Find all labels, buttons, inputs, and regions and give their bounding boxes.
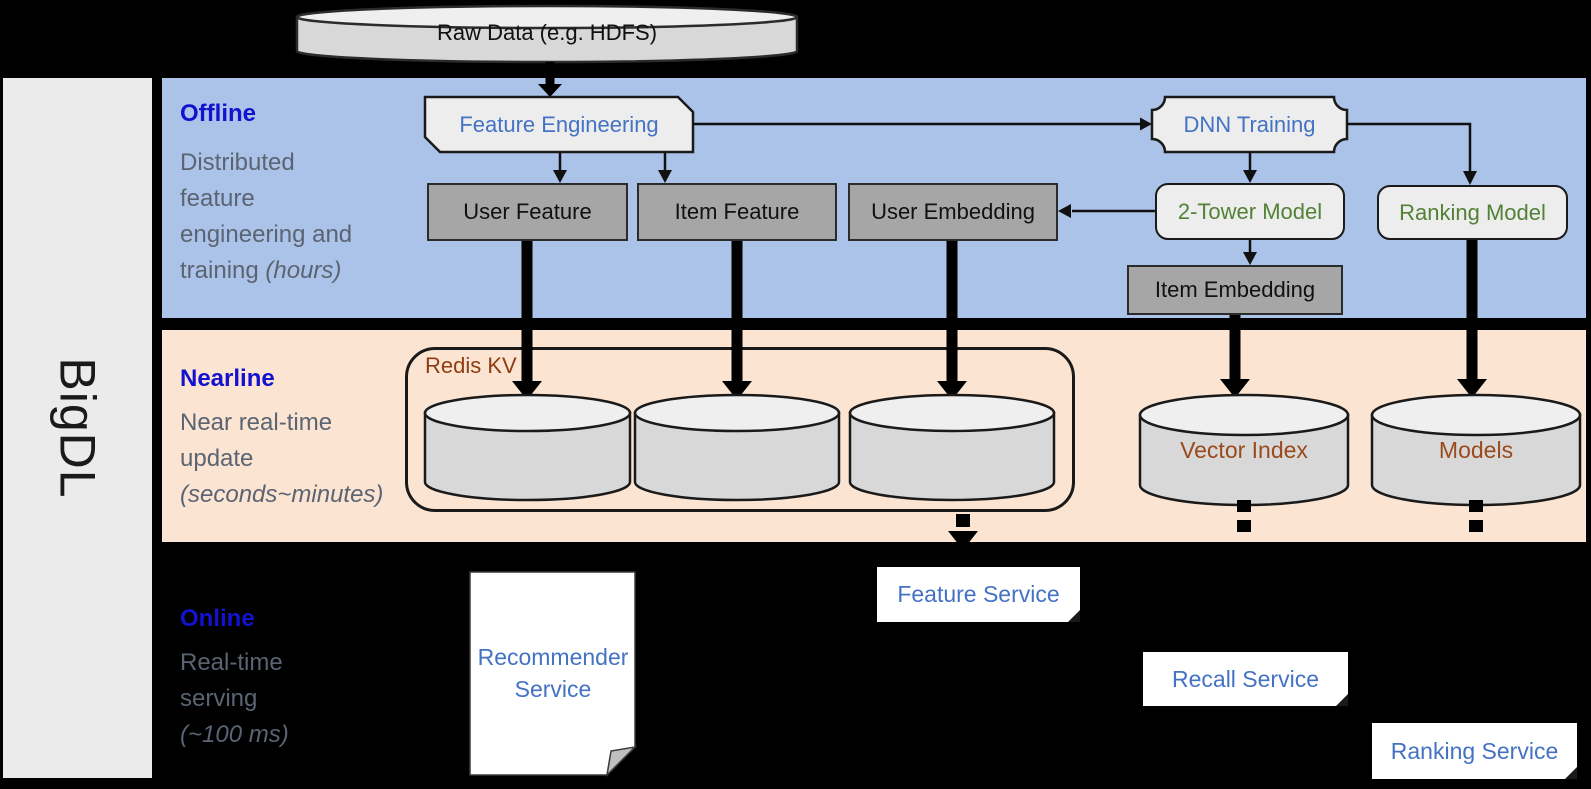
node-recall-service-label: Recall Service: [1172, 665, 1319, 692]
recommender-service-doc: [469, 571, 638, 778]
redis-kv-container: [405, 347, 1075, 512]
online-desc: Real-time serving (~100 ms): [180, 645, 340, 753]
node-item-feature: Item Feature: [637, 183, 837, 241]
node-ranking-service: Ranking Service: [1372, 723, 1577, 779]
folded-corner-icon: [605, 745, 638, 778]
bigdl-sidebar: BigDL: [3, 78, 152, 778]
nearline-desc: Near real-time update (seconds~minutes): [180, 405, 410, 513]
desc-line: Distributed: [180, 149, 295, 176]
node-user-embedding: User Embedding: [848, 183, 1058, 241]
desc-line: (~100 ms): [180, 721, 289, 748]
desc-line: feature: [180, 185, 255, 212]
desc-line: engineering and: [180, 221, 353, 248]
node-user-feature-label: User Feature: [463, 199, 592, 224]
node-ranking-model-label: Ranking Model: [1399, 199, 1546, 225]
nearline-title: Nearline: [180, 365, 275, 392]
node-item-feature-label: Item Feature: [674, 199, 800, 224]
offline-title: Offline: [180, 100, 256, 127]
node-feature-service-label: Feature Service: [897, 581, 1060, 607]
node-ranking-model: Ranking Model: [1377, 185, 1568, 240]
node-feature-service: Feature Service: [877, 567, 1080, 622]
desc-line: (seconds~minutes): [180, 481, 384, 508]
node-item-embedding-label: Item Embedding: [1154, 277, 1316, 302]
raw-data-cylinder: [295, 4, 799, 64]
bigdl-label: BigDL: [49, 357, 106, 499]
node-user-feature: User Feature: [427, 183, 628, 241]
node-item-embedding: Item Embedding: [1127, 265, 1343, 315]
desc-line: Near real-time: [180, 409, 333, 436]
node-two-tower-model-label: 2-Tower Model: [1177, 198, 1323, 224]
node-ranking-service-label: Ranking Service: [1390, 737, 1559, 764]
online-title: Online: [180, 605, 255, 632]
recommender-service-label: Recommender Service: [477, 643, 629, 702]
node-recall-service: Recall Service: [1143, 652, 1348, 706]
node-two-tower-model: 2-Tower Model: [1155, 183, 1345, 240]
desc-line: serving: [180, 685, 258, 712]
desc-line: update: [180, 445, 254, 472]
node-user-embedding-label: User Embedding: [871, 199, 1035, 224]
offline-desc: Distributed feature engineering and trai…: [180, 145, 400, 289]
raw-data-label: Raw Data (e.g. HDFS): [436, 20, 658, 45]
desc-line: Real-time: [180, 649, 283, 676]
desc-line: training (hours): [180, 257, 342, 284]
